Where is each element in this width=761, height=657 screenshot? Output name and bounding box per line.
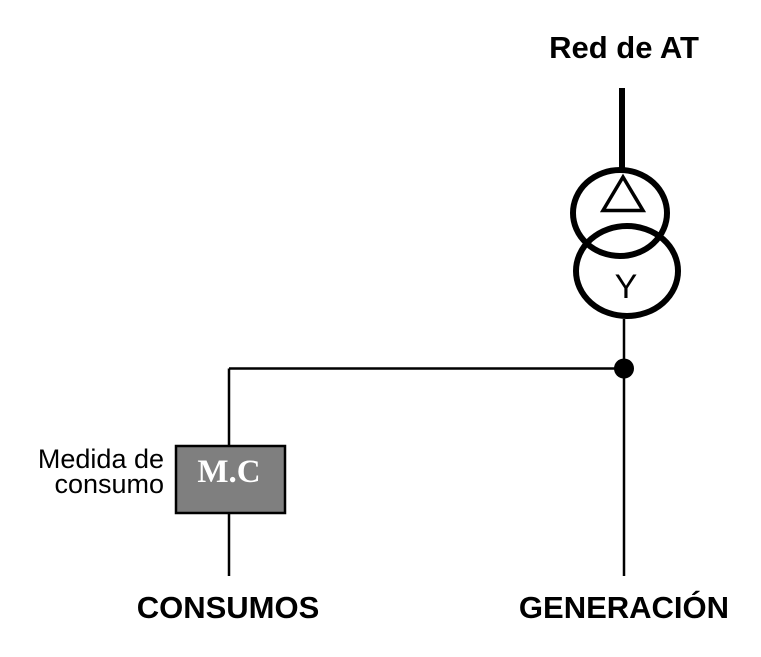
hv-grid-label: Red de AT <box>549 30 699 65</box>
wye-symbol: Y <box>615 268 638 306</box>
meter-box <box>174 444 287 515</box>
meter-box-label: M.C <box>197 454 260 490</box>
junction-dot <box>614 358 634 379</box>
transformer-primary-winding <box>570 167 670 259</box>
consumos-label: CONSUMOS <box>137 590 320 625</box>
generacion-label: GENERACIÓN <box>519 589 729 625</box>
delta-symbol <box>599 173 647 213</box>
meter-caption-line1: Medida de <box>38 444 164 474</box>
meter-caption-line2: consumo <box>54 469 164 499</box>
transformer-secondary-winding <box>573 223 681 319</box>
